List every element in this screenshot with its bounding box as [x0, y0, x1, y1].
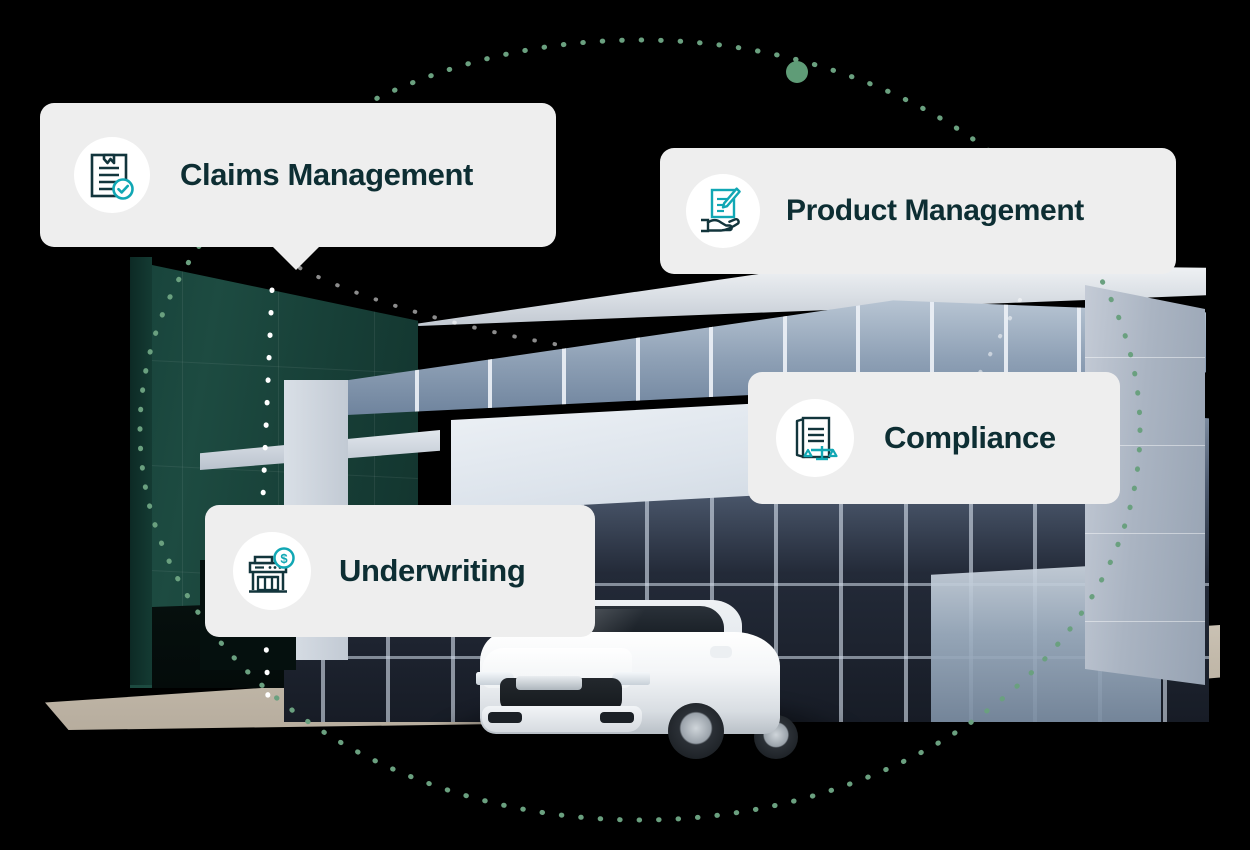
documents-scales-icon — [776, 399, 854, 477]
card-claims-management[interactable]: Claims Management — [40, 103, 556, 270]
hand-document-pen-icon — [686, 174, 760, 248]
card-underwriting-label: Underwriting — [339, 553, 526, 588]
card-compliance[interactable]: Compliance — [748, 372, 1120, 504]
card-claims-label: Claims Management — [180, 157, 473, 192]
clipboard-check-icon — [74, 137, 150, 213]
storefront-dollar-icon: $ — [233, 532, 311, 610]
card-underwriting[interactable]: $ Underwriting — [205, 505, 595, 637]
card-product-label: Product Management — [786, 194, 1084, 227]
fog-lamp-right — [600, 712, 634, 723]
card-claims-tail — [272, 246, 320, 270]
svg-text:$: $ — [280, 551, 288, 566]
front-wheel — [668, 703, 724, 759]
card-product-management[interactable]: Product Management — [660, 148, 1176, 274]
grille-chrome-bar — [516, 676, 582, 690]
card-compliance-label: Compliance — [884, 420, 1056, 455]
green-facade-edge — [130, 257, 152, 685]
fog-lamp-left — [488, 712, 522, 723]
side-mirror — [710, 646, 732, 658]
